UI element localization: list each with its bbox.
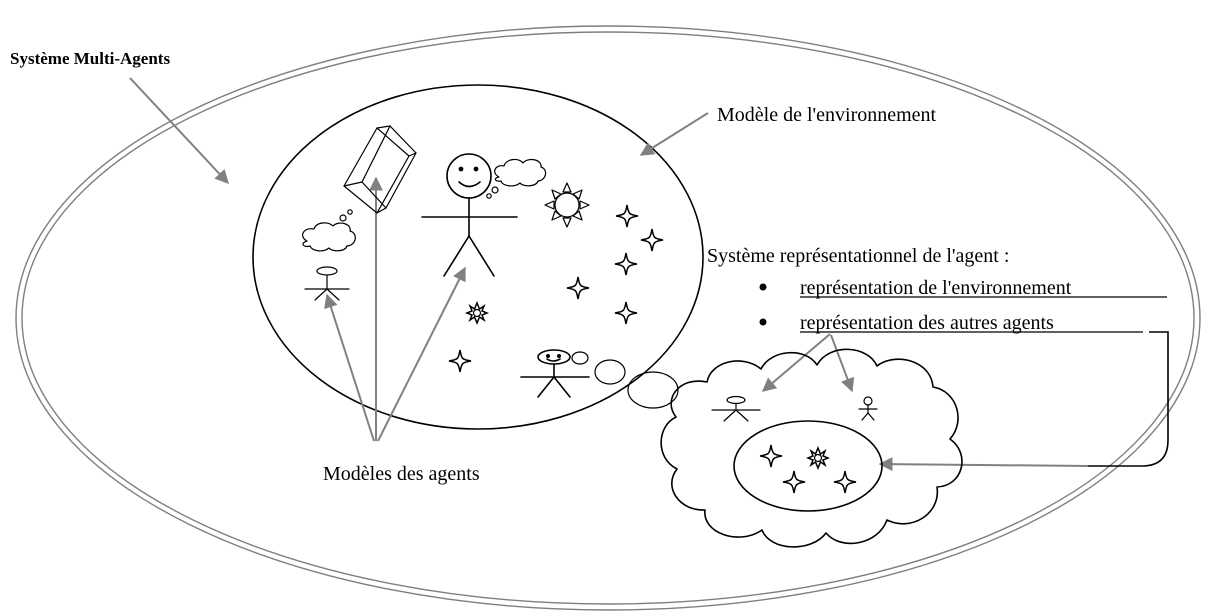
bullet xyxy=(759,283,767,291)
environment-model-ellipse xyxy=(252,84,704,430)
stick-figure-icon xyxy=(304,266,350,301)
sparkle-star-icon xyxy=(615,204,639,228)
stick-figure-icon xyxy=(520,349,590,398)
representation-list: représentation de l'environnement représ… xyxy=(759,277,1167,334)
arrow-to-represented-agent xyxy=(830,334,855,393)
inner-representation-ellipse xyxy=(733,420,883,512)
small-sun-icon xyxy=(807,447,829,469)
sun-icon xyxy=(544,182,590,228)
sparkle-star-icon xyxy=(614,301,638,325)
bullet xyxy=(759,318,767,326)
stick-figure-icon xyxy=(858,396,878,421)
arrow-to-represented-agent xyxy=(761,333,831,392)
list-connector-line xyxy=(1088,331,1169,467)
arrow-to-system xyxy=(129,77,229,185)
stick-figure-icon xyxy=(421,153,518,277)
arrow-to-agent-model xyxy=(324,293,375,442)
sparkle-star-icon xyxy=(448,349,472,373)
thought-bubble-icon xyxy=(571,351,679,409)
thought-cloud-icon xyxy=(486,158,547,199)
sparkle-star-icon xyxy=(566,276,590,300)
stick-figure-icon xyxy=(711,395,761,422)
thought-cloud-icon xyxy=(302,209,356,252)
representational-system-title: Système représentationnel de l'agent : xyxy=(707,245,1009,267)
sparkle-star-icon xyxy=(782,470,806,494)
agent-models-label: Modèles des agents xyxy=(323,463,480,485)
arrow-to-agent-model xyxy=(377,266,466,442)
representation-cloud xyxy=(660,348,963,548)
small-sun-icon xyxy=(466,302,488,324)
sparkle-star-icon xyxy=(640,228,664,252)
arrow-to-environment xyxy=(639,112,709,156)
arrow-to-inner-representation xyxy=(878,457,1089,472)
representation-item-environment: représentation de l'environnement xyxy=(800,277,1072,299)
sparkle-star-icon xyxy=(759,444,783,468)
sma-label: Système Multi-Agents xyxy=(10,49,170,68)
cube-icon xyxy=(343,125,417,214)
system-boundary xyxy=(15,25,1201,611)
sparkle-star-icon xyxy=(614,252,638,276)
environment-model-label: Modèle de l'environnement xyxy=(717,104,937,126)
representation-item-agents: représentation des autres agents xyxy=(800,312,1054,334)
sparkle-star-icon xyxy=(833,470,857,494)
